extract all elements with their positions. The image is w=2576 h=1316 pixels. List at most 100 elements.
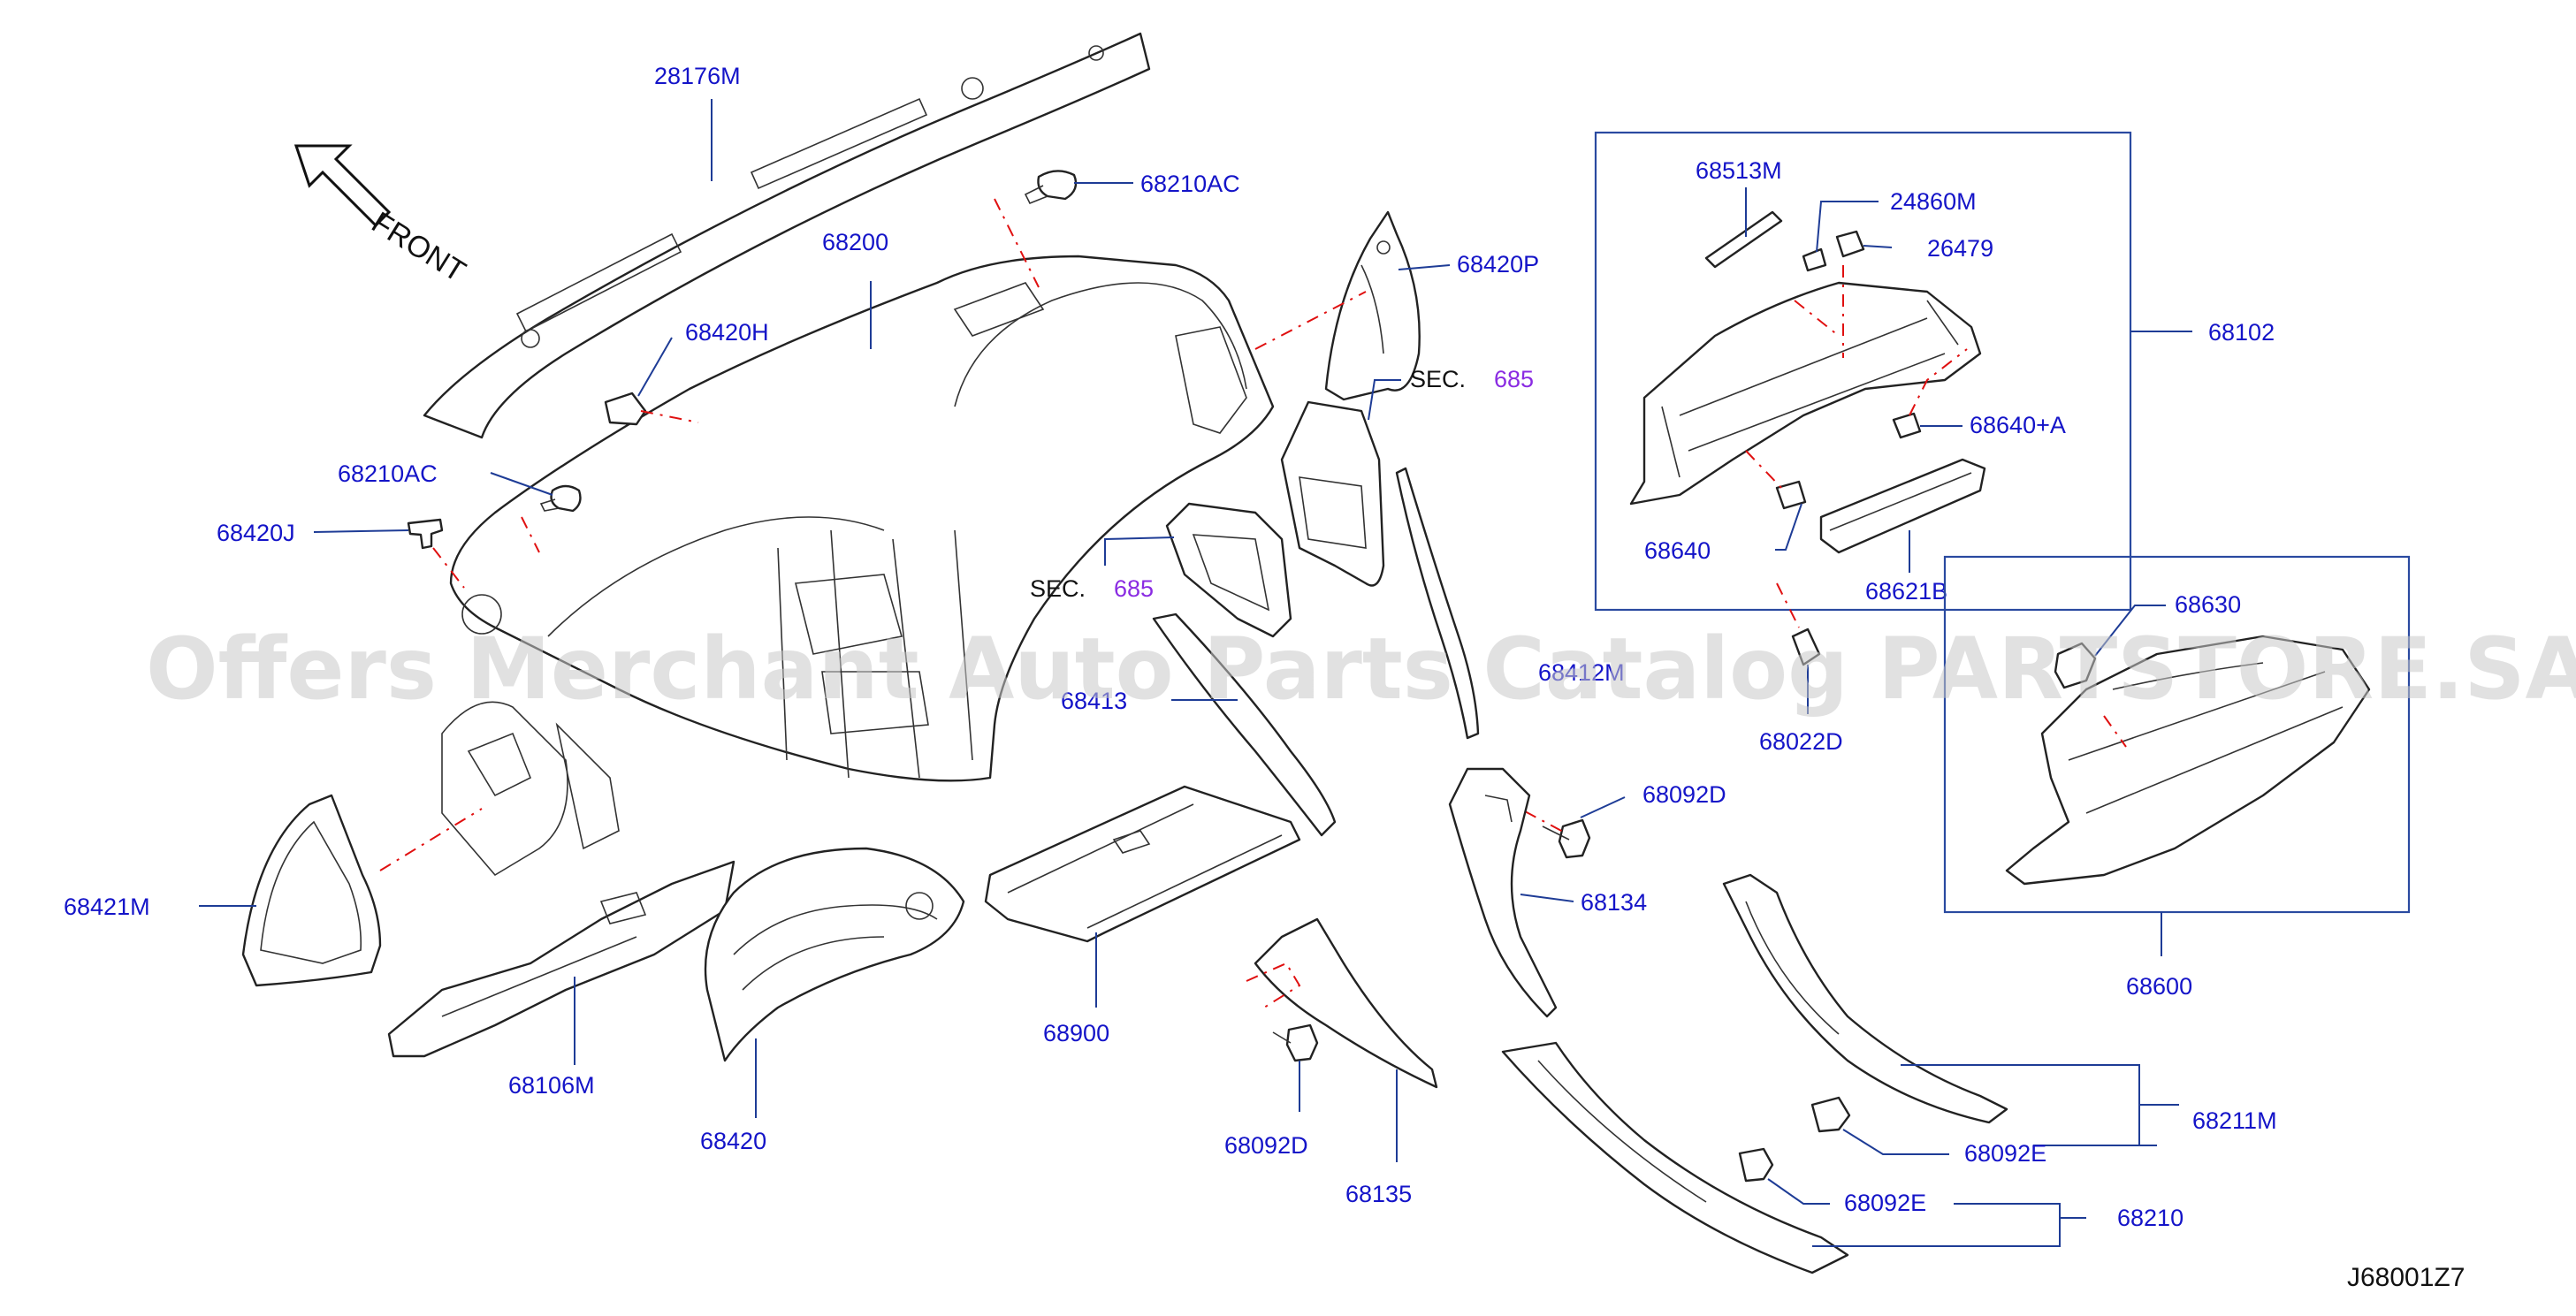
leader-68210	[1812, 1217, 2086, 1247]
part-68210AC-top-shape	[1024, 170, 1078, 205]
part-68210-shape	[1501, 1041, 1849, 1274]
part-68640-shape	[1775, 480, 1807, 510]
label-68513M: 68513M	[1696, 157, 1782, 184]
sec-number-upper: 685	[1494, 366, 1534, 392]
red-leader-68630	[2103, 715, 2127, 748]
sec-number-middle: 685	[1114, 575, 1154, 602]
label-68135: 68135	[1345, 1181, 1412, 1207]
sec-label-middle: SEC.	[1030, 575, 1086, 602]
part-68135-shape	[1254, 917, 1438, 1089]
leader-68210-upper	[1954, 1203, 2061, 1218]
label-68092D-right: 68092D	[1642, 781, 1726, 808]
label-68092E-lower: 68092E	[1844, 1190, 1926, 1216]
part-68210AC-left-shape	[539, 484, 582, 513]
group-box-68102	[1594, 131, 2132, 612]
leader-68092D-right	[1580, 796, 1626, 818]
part-68420-shape	[704, 847, 965, 1062]
red-leader-68420H	[640, 410, 699, 423]
label-68600: 68600	[2126, 973, 2192, 1000]
label-68413: 68413	[1061, 688, 1127, 714]
part-28176M-shape	[423, 32, 1151, 439]
part-68630-shape	[2054, 642, 2097, 689]
label-28176M: 28176M	[654, 63, 741, 89]
label-68210AC-top: 68210AC	[1140, 171, 1240, 197]
leader-24860M	[1816, 201, 1879, 253]
label-68420H: 68420H	[685, 319, 769, 346]
label-68630: 68630	[2175, 591, 2241, 618]
part-68412M-shape	[1395, 467, 1480, 740]
part-68421M-shape	[241, 794, 382, 987]
part-68420J-shape	[407, 518, 444, 550]
label-68092D-bottom: 68092D	[1224, 1132, 1308, 1159]
part-68092D-right-shape	[1542, 818, 1591, 859]
leader-68092E-lower	[1767, 1178, 1830, 1205]
part-68200-shape	[441, 255, 1275, 877]
red-leader-68210AC-top	[994, 198, 1040, 288]
diagram-code: J68001Z7	[2347, 1263, 2465, 1292]
part-68900-shape	[984, 785, 1301, 943]
part-68420H-shape	[604, 392, 647, 426]
red-leader-68421M	[379, 808, 483, 871]
part-68640A-shape	[1892, 412, 1922, 439]
part-68513M-shape	[1704, 210, 1783, 269]
label-68106M: 68106M	[508, 1072, 595, 1099]
leader-68420J	[313, 529, 409, 533]
label-68211M: 68211M	[2192, 1107, 2277, 1134]
part-68600-glovebox-lid-shape	[2005, 635, 2371, 886]
red-leader-68513M	[1794, 300, 1840, 337]
leader-68134	[1520, 894, 1574, 902]
leader-68092E-upper	[1842, 1129, 1949, 1155]
front-arrow-icon	[293, 144, 392, 228]
leader-68630	[2094, 605, 2166, 657]
leader-sec685-middle	[1104, 536, 1175, 566]
leader-68420H	[637, 337, 673, 397]
part-26479-shape	[1835, 230, 1865, 258]
red-leader-68022D	[1776, 582, 1800, 628]
part-68022D-shape	[1791, 628, 1821, 666]
label-24860M: 24860M	[1890, 188, 1977, 215]
red-leader-68092D-right	[1524, 810, 1566, 833]
label-68420P: 68420P	[1457, 251, 1539, 278]
part-68092E-upper-shape	[1810, 1096, 1851, 1133]
label-68134: 68134	[1581, 889, 1647, 916]
red-leader-68640	[1745, 450, 1785, 491]
part-68134-shape	[1448, 767, 1558, 1018]
label-68420J: 68420J	[217, 520, 295, 546]
part-sec685-middle-duct-shape	[1165, 502, 1292, 638]
part-68621B-shape	[1819, 458, 1986, 554]
leader-68210AC-left	[490, 472, 553, 496]
part-sec685-upper-duct-shape	[1280, 400, 1385, 587]
label-68210AC-left: 68210AC	[338, 460, 438, 487]
label-68022D: 68022D	[1759, 728, 1843, 755]
label-68640A: 68640+A	[1970, 412, 2066, 438]
watermark: Offers Merchant Auto Parts Catalog PARTS…	[146, 620, 2576, 719]
label-68621B: 68621B	[1865, 578, 1947, 605]
part-68211M-shape	[1722, 873, 2008, 1124]
part-68102-glovebox-shape	[1629, 281, 1982, 506]
label-68412M: 68412M	[1538, 659, 1625, 686]
leader-68420P	[1398, 264, 1451, 270]
red-leader-68420P	[1254, 291, 1367, 350]
group-box-68600	[1943, 555, 2411, 914]
label-68092E-upper: 68092E	[1964, 1140, 2046, 1167]
part-68413-shape	[1152, 612, 1337, 837]
label-68421M: 68421M	[64, 894, 150, 920]
label-68640: 68640	[1644, 537, 1711, 564]
sec-label-upper: SEC.	[1410, 366, 1466, 392]
red-leader-68420J	[432, 547, 465, 589]
part-68092E-lower-shape	[1738, 1147, 1774, 1183]
label-68900: 68900	[1043, 1020, 1109, 1046]
front-label: FRONT	[366, 206, 471, 289]
red-leader-68135	[1246, 962, 1301, 1008]
red-leader-68210AC-left	[521, 516, 540, 553]
label-26479: 26479	[1927, 235, 1993, 262]
label-68210: 68210	[2117, 1205, 2184, 1231]
label-68420: 68420	[700, 1128, 766, 1154]
part-68106M-shape	[387, 860, 735, 1058]
leader-26479	[1863, 245, 1893, 248]
red-leader-68640A	[1909, 348, 1968, 416]
part-68092D-bottom-shape	[1272, 1023, 1319, 1062]
label-68200: 68200	[822, 229, 888, 255]
